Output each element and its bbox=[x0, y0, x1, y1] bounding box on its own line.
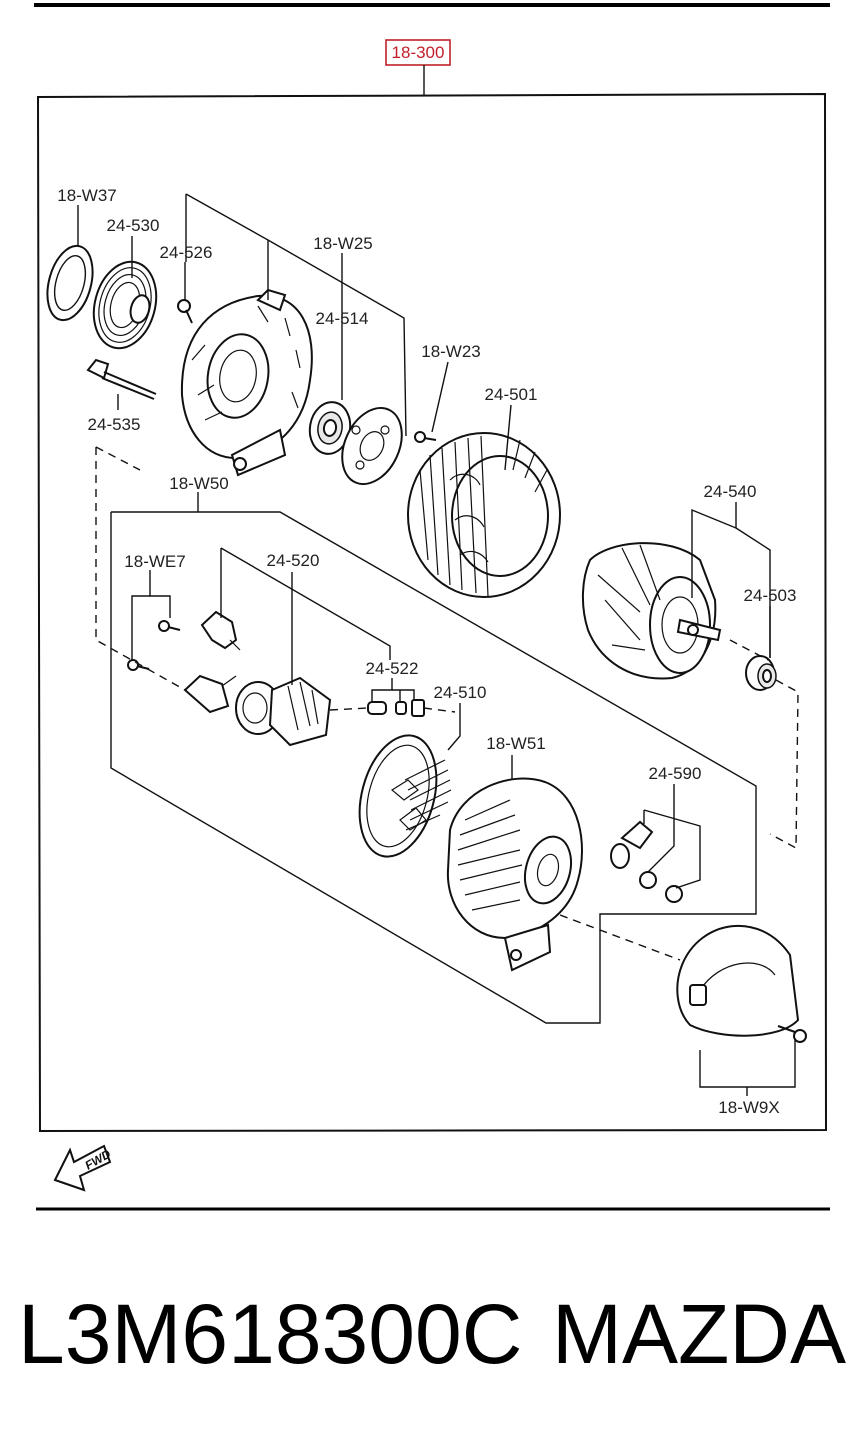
brand-name: MAZDA bbox=[552, 1287, 846, 1381]
callout-18-w37[interactable]: 18-W37 bbox=[57, 186, 117, 205]
callout-18-w23[interactable]: 18-W23 bbox=[421, 342, 481, 361]
screw-18-we7-upper-part[interactable] bbox=[158, 620, 181, 632]
callout-18-we7[interactable]: 18-WE7 bbox=[124, 552, 185, 571]
rear-cover-part[interactable] bbox=[676, 924, 800, 1037]
group-code[interactable]: 18-300 bbox=[392, 43, 445, 62]
callout-18-w50[interactable]: 18-W50 bbox=[169, 474, 229, 493]
part-number: L3M618300C bbox=[18, 1287, 523, 1381]
callout-24-510[interactable]: 24-510 bbox=[434, 683, 487, 702]
assembly-frame bbox=[36, 92, 828, 1133]
bearing-24-503-part[interactable] bbox=[745, 655, 777, 691]
retainer-plate-part[interactable] bbox=[331, 398, 414, 493]
callout-24-522[interactable]: 24-522 bbox=[366, 659, 419, 678]
screw-18-w23-part[interactable] bbox=[414, 431, 437, 443]
callout-24-520[interactable]: 24-520 bbox=[267, 551, 320, 570]
pulley-cover-part[interactable] bbox=[40, 241, 100, 325]
group-code-box[interactable] bbox=[385, 39, 451, 66]
stator-24-501-part[interactable] bbox=[407, 432, 561, 598]
callout-18-w51[interactable]: 18-W51 bbox=[486, 734, 546, 753]
fwd-arrow-icon: FWD bbox=[53, 1144, 113, 1192]
screw-18-w9x-part[interactable] bbox=[777, 1025, 807, 1043]
front-housing-part[interactable] bbox=[180, 288, 313, 477]
brush-holder-bracket-part[interactable] bbox=[183, 610, 241, 714]
callout-24-540[interactable]: 24-540 bbox=[704, 482, 757, 501]
callout-labels: 18-W37 24-530 24-526 18-W25 24-514 18-W2… bbox=[57, 186, 796, 1117]
brush-24-522-part[interactable] bbox=[367, 699, 425, 717]
callout-24-530[interactable]: 24-530 bbox=[107, 216, 160, 235]
rectifier-24-510-part[interactable] bbox=[347, 727, 452, 865]
callout-24-503[interactable]: 24-503 bbox=[744, 586, 797, 605]
callout-24-590[interactable]: 24-590 bbox=[649, 764, 702, 783]
terminal-24-590-part[interactable] bbox=[610, 820, 683, 903]
callout-18-w25[interactable]: 18-W25 bbox=[313, 234, 373, 253]
callout-24-514[interactable]: 24-514 bbox=[316, 309, 369, 328]
callout-24-501[interactable]: 24-501 bbox=[485, 385, 538, 404]
regulator-24-520-part[interactable] bbox=[235, 676, 332, 747]
callout-24-535[interactable]: 24-535 bbox=[88, 415, 141, 434]
callout-24-526[interactable]: 24-526 bbox=[160, 243, 213, 262]
bolt-24-535-part[interactable] bbox=[86, 358, 157, 400]
screw-18-we7-lower-part[interactable] bbox=[127, 659, 150, 671]
rotor-24-540-part[interactable] bbox=[581, 542, 722, 680]
callout-18-w9x[interactable]: 18-W9X bbox=[718, 1098, 779, 1117]
rear-housing-18-w51-part[interactable] bbox=[446, 777, 583, 972]
leader-lines bbox=[77, 193, 796, 1096]
alignment-lines bbox=[95, 446, 799, 961]
pulley-part[interactable] bbox=[85, 255, 166, 356]
screw-24-526-part[interactable] bbox=[177, 299, 193, 324]
bearing-24-514-part[interactable] bbox=[306, 399, 354, 457]
pulley-cover-inner bbox=[53, 255, 87, 311]
